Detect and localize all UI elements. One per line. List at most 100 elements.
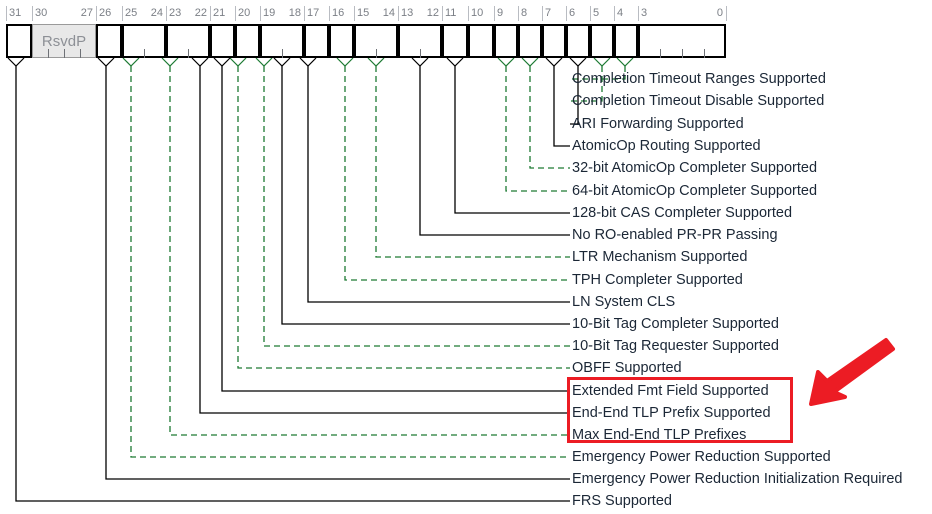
bit-number-high: 4: [617, 7, 624, 19]
bit-cell-31: [6, 24, 32, 58]
leader-line: [169, 66, 570, 436]
ruler-separator: [304, 6, 305, 21]
bit-cell-25: [122, 24, 166, 58]
bit-cell-21: [210, 24, 235, 58]
bit-subdivision-tick: [682, 49, 683, 58]
bit-cell-9: [494, 24, 518, 58]
leader-tap-connector: [367, 57, 385, 67]
ruler-separator: [590, 6, 591, 21]
bit-subdivision-tick: [420, 49, 421, 58]
bit-number-high: 17: [307, 7, 320, 19]
callout-label: TPH Completer Supported: [572, 272, 743, 288]
callout-label: No RO-enabled PR-PR Passing: [572, 227, 778, 243]
leader-line: [529, 66, 570, 169]
ruler-separator: [260, 6, 261, 21]
reserved-field-label: RsvdP: [41, 32, 87, 50]
bit-number-low: 14: [382, 7, 395, 19]
bit-number-20: 20: [235, 6, 260, 21]
ruler-separator: [235, 6, 236, 21]
bit-number-low: 22: [194, 7, 207, 19]
ruler-separator: [542, 6, 543, 21]
leader-line: [237, 66, 570, 369]
bit-number-26: 26: [96, 6, 122, 21]
leader-line: [454, 66, 570, 214]
callout-label: Emergency Power Reduction Initialization…: [572, 471, 903, 487]
leader-tap-connector: [122, 57, 140, 67]
bit-number-high: 19: [263, 7, 276, 19]
bit-subdivision-tick: [188, 49, 189, 58]
bit-number-11: 11: [442, 6, 468, 21]
callout-label: Max End-End TLP Prefixes: [572, 427, 747, 443]
ruler-separator: [566, 6, 567, 21]
leader-line: [263, 66, 570, 347]
leader-tap-connector: [569, 57, 587, 67]
ruler-separator: [32, 6, 33, 21]
bit-subdivision-tick: [376, 49, 377, 58]
callout-label: 32-bit AtomicOp Completer Supported: [572, 160, 818, 176]
callout-label: LTR Mechanism Supported: [572, 249, 748, 265]
leader-tap-connector: [521, 57, 539, 67]
bit-number-high: 20: [238, 7, 251, 19]
bit-number-high: 31: [9, 7, 22, 19]
bit-subdivision-tick: [660, 49, 661, 58]
ruler-separator: [638, 6, 639, 21]
bit-cell-4: [614, 24, 638, 58]
bit-number-high: 21: [213, 7, 226, 19]
callout-label: FRS Supported: [572, 493, 672, 509]
bit-number-high: 7: [545, 7, 552, 19]
bit-cell-5: [590, 24, 614, 58]
bit-number-7: 7: [542, 6, 566, 21]
leader-line: [553, 66, 570, 147]
ruler-separator: [614, 6, 615, 21]
bit-number-low: 0: [716, 7, 723, 19]
bit-number-high: 11: [445, 7, 457, 19]
leader-line: [344, 66, 570, 281]
bit-number-high: 5: [593, 7, 600, 19]
bit-subdivision-tick: [144, 49, 145, 58]
ruler-separator: [726, 6, 727, 21]
leader-tap-connector: [497, 57, 515, 67]
ruler-separator: [210, 6, 211, 21]
leader-tap-connector: [273, 57, 291, 67]
leader-line: [15, 66, 570, 502]
leader-line: [570, 66, 603, 102]
bit-cell-10: [468, 24, 494, 58]
callout-label: AtomicOp Routing Supported: [572, 138, 761, 154]
callout-label: LN System CLS: [572, 294, 676, 310]
ruler-separator: [494, 6, 495, 21]
bit-number-6: 6: [566, 6, 590, 21]
leader-line: [419, 66, 570, 236]
callout-label: OBFF Supported: [572, 360, 682, 376]
bit-subdivision-tick: [704, 49, 705, 58]
bit-cell-7: [542, 24, 566, 58]
bit-cell-6: [566, 24, 590, 58]
bit-number-17: 17: [304, 6, 329, 21]
bit-number-16: 16: [329, 6, 354, 21]
annotation-highlight-box: [567, 377, 793, 443]
bit-cell-17: [304, 24, 329, 58]
bit-number-high: 3: [641, 7, 648, 19]
bit-number-8: 8: [518, 6, 542, 21]
leader-line: [375, 66, 570, 258]
leader-tap-connector: [593, 57, 611, 67]
leader-tap-connector: [7, 57, 25, 67]
callout-label: Completion Timeout Ranges Supported: [572, 71, 826, 87]
bit-number-9: 9: [494, 6, 518, 21]
leader-tap-connector: [255, 57, 273, 67]
leader-tap-connector: [191, 57, 209, 67]
leader-tap-connector: [97, 57, 115, 67]
leader-line: [307, 66, 570, 303]
bit-number-high: 25: [125, 7, 138, 19]
ruler-separator: [6, 6, 7, 21]
bit-number-low: 18: [288, 7, 301, 19]
leader-line: [221, 66, 570, 392]
leader-line: [570, 66, 626, 80]
